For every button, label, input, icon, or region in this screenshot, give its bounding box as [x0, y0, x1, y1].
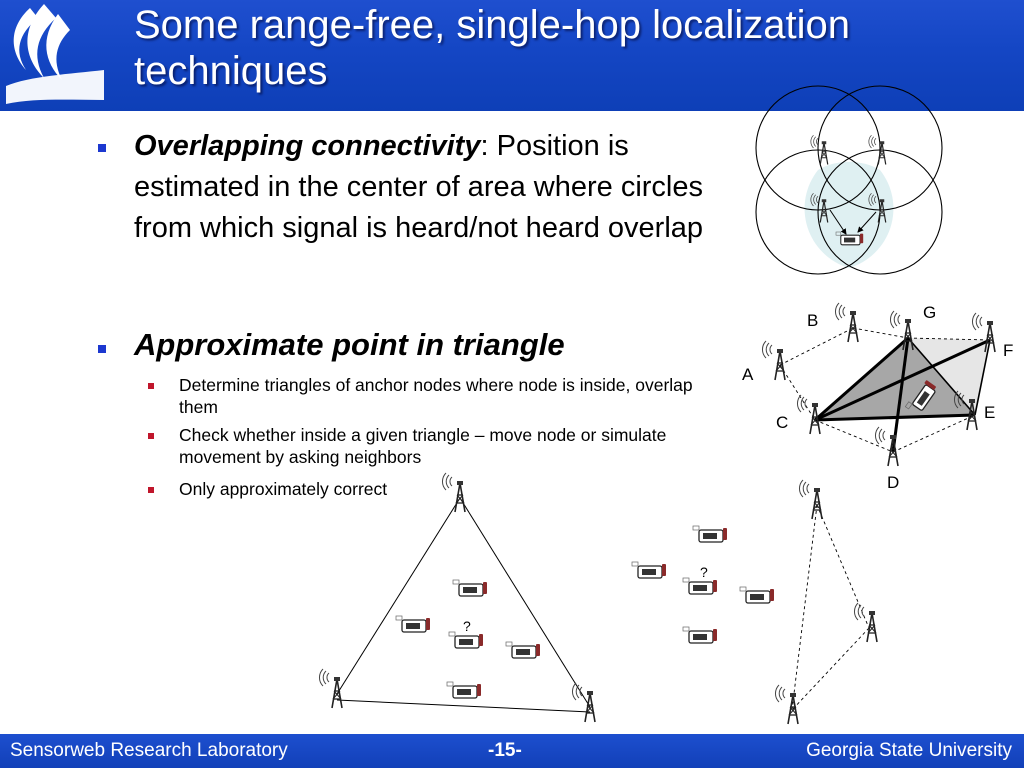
- slide-title: Some range-free, single-hop localization…: [134, 3, 850, 93]
- sub-item-2: Check whether inside a given triangle – …: [179, 425, 667, 467]
- node-label-d: D: [887, 473, 899, 492]
- node-label-b: B: [807, 311, 818, 330]
- sub-item-1: Determine triangles of anchor nodes wher…: [179, 375, 693, 417]
- gsu-flame-logo-icon: [6, 4, 104, 104]
- bullet-marker-1: [98, 144, 106, 152]
- node-label-g: G: [923, 303, 936, 322]
- neighbor-network-diagram: ?: [631, 479, 878, 725]
- node-label-c: C: [776, 413, 788, 432]
- sub-bullet-marker-3: [148, 487, 154, 493]
- node-label-f: F: [1003, 341, 1013, 360]
- footer-university: Georgia State University: [806, 740, 1012, 761]
- apit-triangle-diagram: A B C D E F G: [742, 302, 1013, 492]
- footer-lab-name: Sensorweb Research Laboratory: [10, 740, 288, 761]
- sub-bullet-marker-1: [148, 383, 154, 389]
- bullet-marker-2: [98, 345, 106, 353]
- slide-footer: Sensorweb Research Laboratory -15- Georg…: [0, 734, 1024, 768]
- node-label-e: E: [984, 403, 995, 422]
- neighbor-triangle-diagram: ?: [318, 472, 596, 723]
- slide-header: Some range-free, single-hop localization…: [0, 0, 1024, 111]
- bullet-1-term: Overlapping connectivity: [134, 130, 481, 162]
- question-mark-left: ?: [463, 618, 471, 634]
- node-label-a: A: [742, 365, 754, 384]
- bullet-overlapping-connectivity: Overlapping connectivity: Position is es…: [134, 126, 724, 249]
- question-mark-right: ?: [700, 564, 708, 580]
- sub-bullet-marker-2: [148, 433, 154, 439]
- bullet-approximate-point: Approximate point in triangle: [134, 327, 565, 362]
- bullet-1-text: : Position is estimated in the center of…: [134, 130, 704, 244]
- overlapping-circles-diagram: [755, 85, 943, 275]
- sub-item-3: Only approximately correct: [179, 479, 388, 499]
- page-number: -15-: [488, 740, 522, 761]
